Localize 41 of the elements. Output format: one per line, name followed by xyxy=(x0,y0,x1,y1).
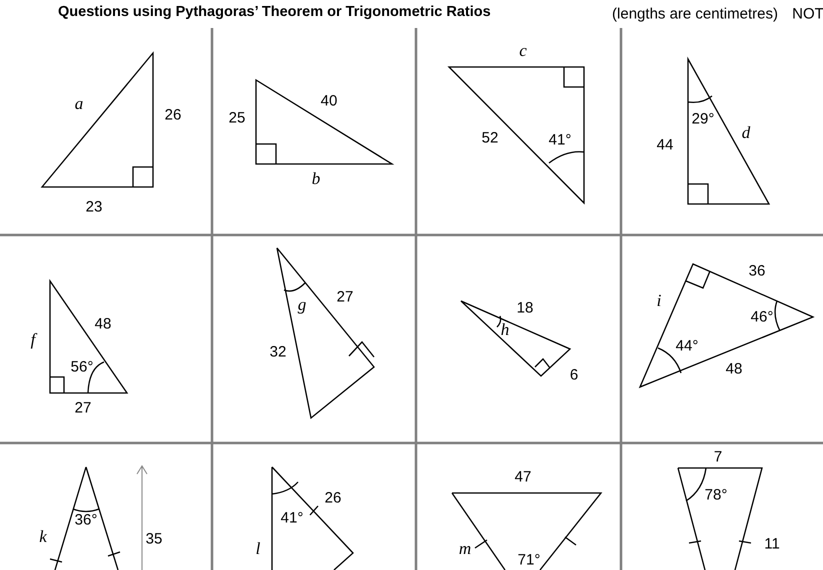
angle-label: 56° xyxy=(70,358,94,376)
variable-label: g xyxy=(298,295,306,315)
variable-label: a xyxy=(74,94,84,114)
angle-label: 44° xyxy=(676,338,698,354)
side-length-label: 26 xyxy=(324,490,342,506)
angle-label: 36° xyxy=(74,512,98,528)
side-length-label: 18 xyxy=(516,300,534,316)
variable-label: l xyxy=(256,539,260,559)
side-length-label: 48 xyxy=(94,316,112,332)
variable-label: d xyxy=(742,123,750,143)
side-length-label: 47 xyxy=(514,468,532,486)
side-length-label: 52 xyxy=(482,130,498,146)
variable-label: f xyxy=(30,330,36,350)
side-length-label: 7 xyxy=(714,448,722,466)
side-length-label: 6 xyxy=(570,366,578,384)
variable-label: i xyxy=(656,291,662,311)
variable-label: m xyxy=(458,539,472,559)
angle-label: 41° xyxy=(548,132,572,148)
angle-label: 71° xyxy=(518,552,540,568)
side-length-label: 27 xyxy=(74,400,92,416)
side-length-label: 48 xyxy=(726,360,742,378)
angle-label: 78° xyxy=(704,486,728,504)
variable-label: c xyxy=(519,41,527,61)
variable-label: k xyxy=(39,527,47,547)
angle-label: 29° xyxy=(692,110,714,128)
worksheet-title: Questions using Pythagoras’ Theorem or Trigonometric Ratios xyxy=(58,4,491,20)
note-text: (lengths are centimetres) xyxy=(612,6,778,22)
side-length-label: 35 xyxy=(146,530,162,548)
side-length-label: 44 xyxy=(656,136,674,154)
side-length-label: 36 xyxy=(748,262,766,280)
side-length-label: 27 xyxy=(336,288,354,306)
side-length-label: 26 xyxy=(164,106,182,124)
variable-label: b xyxy=(312,169,320,189)
side-length-label: 11 xyxy=(764,536,780,552)
side-length-label: 23 xyxy=(86,198,102,216)
variable-label: h xyxy=(500,320,510,340)
side-length-label: 40 xyxy=(320,92,338,110)
side-length-label: 25 xyxy=(228,110,246,126)
angle-label: 41° xyxy=(280,510,304,526)
side-length-label: 32 xyxy=(270,344,286,360)
angle-label: 46° xyxy=(750,308,774,326)
